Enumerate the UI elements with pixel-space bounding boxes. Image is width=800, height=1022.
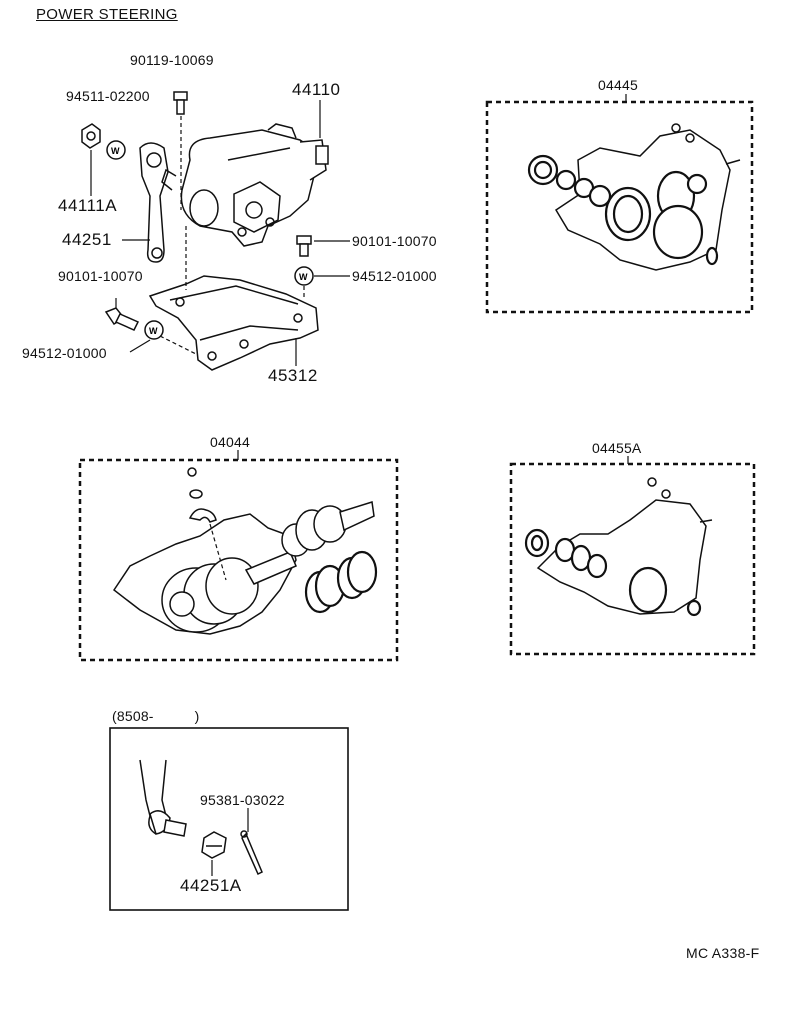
label-date-range-8508: (8508- )	[112, 708, 200, 724]
bolt-top-icon	[173, 91, 188, 115]
kit-04455a-box	[509, 462, 756, 656]
washer-left-icon: W	[144, 320, 164, 340]
washer-symbol: W	[111, 146, 120, 156]
kit-04044-box	[78, 458, 399, 662]
svg-text:W: W	[299, 272, 308, 282]
gear-housing-icon	[161, 123, 329, 247]
bolt-right-icon	[296, 235, 312, 257]
washer-right-icon: W	[294, 266, 314, 286]
label-castle-nut-44251a: 44251A	[180, 876, 242, 895]
label-gear-housing-44110: 44110	[292, 80, 341, 99]
label-kit-04445: 04445	[598, 77, 638, 93]
pitman-arm-end-icon	[139, 759, 187, 837]
label-pitman-arm-44251: 44251	[62, 230, 112, 249]
kit-04445-box	[485, 100, 754, 314]
label-washer-94512-01000-left: 94512-01000	[22, 345, 107, 361]
label-kit-04455a: 04455A	[592, 440, 642, 456]
label-bracket-45312: 45312	[268, 366, 318, 385]
label-washer-94512-01000-right: 94512-01000	[352, 268, 437, 284]
label-cotter-pin-95381-03022: 95381-03022	[200, 792, 285, 808]
pitman-arm-icon	[139, 142, 169, 263]
gasket-kit-04455a-icon	[524, 477, 713, 617]
rack-seal-kit-04044-icon	[112, 467, 378, 635]
label-washer-94511-02200: 94511-02200	[66, 88, 150, 104]
label-bolt-90101-10070-left: 90101-10070	[58, 268, 143, 284]
cotter-pin-icon	[240, 830, 263, 876]
bolt-left-icon	[104, 307, 140, 331]
washer-top-icon: W	[106, 140, 126, 160]
label-bolt-90101-10070-right: 90101-10070	[352, 233, 437, 249]
label-kit-04044: 04044	[210, 434, 250, 450]
label-bolt-90119-10069: 90119-10069	[130, 52, 214, 68]
label-nut-44111a: 44111A	[58, 196, 118, 215]
page-title: POWER STEERING	[36, 6, 178, 23]
inset-box-8508	[109, 727, 349, 911]
footer-diagram-code: MC A338-F	[686, 945, 760, 961]
nut-icon	[81, 123, 101, 149]
bracket-icon	[148, 275, 319, 371]
gasket-kit-04445-icon	[527, 123, 741, 271]
svg-text:W: W	[149, 326, 158, 336]
castle-nut-icon	[201, 831, 227, 859]
